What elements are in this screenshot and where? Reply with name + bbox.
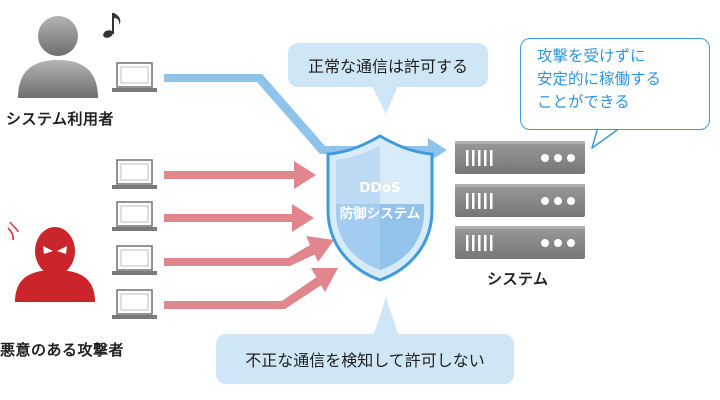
attacker-laptop-icon-1 (112, 159, 157, 189)
attack-traffic-arrow-3-head (306, 236, 334, 262)
attacker-icon (15, 227, 95, 302)
allow-callout-tail (372, 86, 398, 114)
shield-title: DDoS (359, 180, 401, 196)
benefit-speech-bubble: 攻撃を受けずに 安定的に稼働する ことができる (520, 38, 710, 130)
system-user-label: システム利用者 (6, 110, 115, 128)
attack-traffic-arrow-2 (164, 204, 314, 232)
sweat-drop-icon (7, 221, 19, 241)
block-callout-tail (374, 297, 398, 334)
speech-line-1: 攻撃を受けずに (537, 47, 646, 65)
attack-traffic-arrow-4-head (311, 268, 338, 292)
attacker-laptop-icon-4 (112, 289, 157, 319)
allow-normal-callout: 正常な通信は許可する (288, 43, 488, 87)
music-note-icon (103, 13, 121, 38)
shield-subtitle: 防御システム (339, 206, 421, 222)
ddos-shield-icon (326, 134, 434, 282)
attack-traffic-arrow-4 (164, 276, 323, 309)
system-user-icon (18, 16, 98, 98)
attack-traffic-arrow-3 (164, 242, 320, 266)
attack-traffic-arrow-1 (164, 161, 316, 189)
attacker-laptop-icon-3 (112, 245, 157, 275)
speech-line-2: 安定的に稼働する (537, 70, 662, 88)
block-invalid-callout: 不正な通信を検知して許可しない (216, 334, 514, 384)
speech-line-3: ことができる (537, 93, 630, 111)
system-label: システム (487, 270, 549, 288)
attacker-label: 悪意のある攻撃者 (0, 341, 125, 359)
user-laptop-icon (112, 62, 157, 92)
speech-bubble-tail (591, 126, 621, 149)
attacker-laptop-icon-2 (112, 201, 157, 231)
server-icon (455, 141, 585, 259)
